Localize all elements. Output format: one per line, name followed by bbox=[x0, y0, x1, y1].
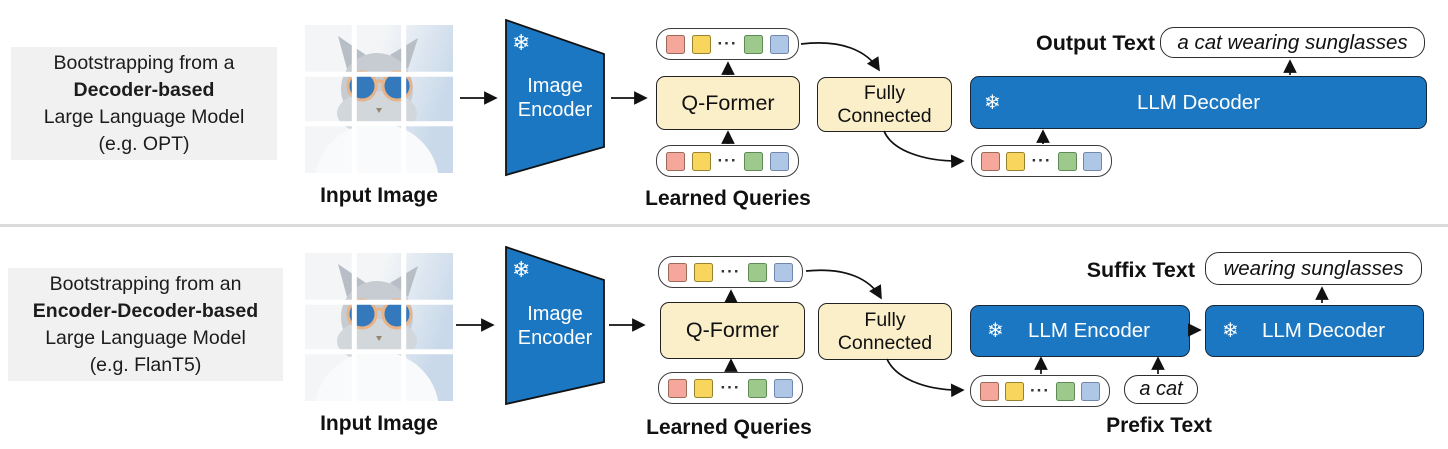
ellipsis: ··· bbox=[720, 378, 741, 397]
token-green bbox=[744, 151, 764, 171]
fc-line2: Connected bbox=[837, 104, 932, 127]
image-encoder-line1: Image bbox=[527, 303, 583, 325]
row1-desc-line1: Bootstrapping from a bbox=[53, 51, 235, 74]
token-yellow bbox=[694, 378, 714, 398]
row1-desc-line3: Large Language Model bbox=[43, 105, 245, 128]
fc-line2: Connected bbox=[837, 331, 933, 354]
token-red bbox=[668, 378, 687, 398]
row2-desc-line3: Large Language Model bbox=[45, 326, 246, 349]
row2-projected-tokens: ··· bbox=[970, 375, 1110, 407]
token-green bbox=[1055, 381, 1075, 401]
image-encoder-line1: Image bbox=[527, 75, 583, 97]
row2-qformer: Q-Former bbox=[660, 302, 805, 359]
row1-projected-tokens: ··· bbox=[971, 145, 1112, 177]
row2-query-tokens-top: ··· bbox=[658, 256, 803, 288]
row2-fully-connected: Fully Connected bbox=[818, 303, 952, 360]
qformer-label: Q-Former bbox=[681, 90, 775, 115]
token-blue bbox=[1080, 381, 1100, 401]
row2-description-box: Bootstrapping from an Encoder-Decoder-ba… bbox=[8, 268, 283, 381]
row2-desc-line2: Encoder-Decoder-based bbox=[32, 299, 259, 322]
llm-encoder-label: LLM Encoder bbox=[1028, 319, 1150, 342]
token-blue bbox=[769, 34, 789, 54]
row1-output-text-pill: a cat wearing sunglasses bbox=[1160, 27, 1425, 58]
fc-line1: Fully bbox=[864, 308, 906, 331]
row1-input-image-label: Input Image bbox=[320, 184, 438, 207]
llm-decoder-label: LLM Decoder bbox=[1261, 319, 1386, 342]
row2-image-encoder: ❄ Image Encoder bbox=[505, 245, 605, 406]
snowflake-icon: ❄ bbox=[1222, 320, 1239, 342]
token-red bbox=[981, 151, 1000, 171]
row2-prefix-text-label: Prefix Text bbox=[1106, 414, 1212, 437]
row1-llm-decoder: ❄ LLM Decoder bbox=[970, 76, 1427, 129]
image-encoder-line2: Encoder bbox=[517, 327, 593, 349]
row1-desc-line4: (e.g. OPT) bbox=[98, 132, 190, 155]
row2-llm-encoder: ❄ LLM Encoder bbox=[970, 305, 1190, 357]
token-green bbox=[747, 378, 767, 398]
token-green bbox=[747, 262, 767, 282]
row1-input-image bbox=[305, 25, 453, 173]
ellipsis: ··· bbox=[720, 262, 741, 281]
row1-query-tokens-bottom: ··· bbox=[656, 145, 799, 177]
token-blue bbox=[769, 151, 789, 171]
token-yellow bbox=[691, 151, 711, 171]
token-green bbox=[1057, 151, 1077, 171]
row1-qformer: Q-Former bbox=[656, 76, 800, 130]
token-green bbox=[744, 34, 764, 54]
image-encoder-label: Image Encoder bbox=[505, 19, 605, 177]
snowflake-icon: ❄ bbox=[512, 30, 531, 55]
ellipsis: ··· bbox=[1031, 151, 1052, 170]
image-encoder-trapezoid bbox=[505, 245, 605, 406]
token-yellow bbox=[1006, 151, 1026, 171]
snowflake-icon: ❄ bbox=[512, 257, 531, 282]
ellipsis: ··· bbox=[1030, 381, 1050, 400]
row1-description-box: Bootstrapping from a Decoder-based Large… bbox=[11, 47, 277, 160]
cat-photo-illustration bbox=[305, 25, 453, 173]
row2-input-image-label: Input Image bbox=[320, 412, 438, 435]
qformer-label: Q-Former bbox=[685, 318, 780, 342]
ellipsis: ··· bbox=[717, 151, 738, 170]
snowflake-icon: ❄ bbox=[987, 320, 1004, 342]
cat-photo-illustration bbox=[305, 253, 453, 401]
token-blue bbox=[773, 378, 793, 398]
token-red bbox=[980, 381, 999, 401]
row1-desc-line2: Decoder-based bbox=[73, 78, 215, 101]
row1-image-encoder: ❄ Image Encoder bbox=[505, 18, 605, 177]
fc-line1: Fully bbox=[863, 81, 906, 104]
token-yellow bbox=[691, 34, 711, 54]
row2-prefix-text-pill: a cat bbox=[1124, 375, 1198, 404]
row2-learned-queries-label: Learned Queries bbox=[646, 416, 812, 439]
row1-fully-connected: Fully Connected bbox=[817, 77, 952, 132]
row2-desc-line1: Bootstrapping from an bbox=[49, 272, 242, 295]
token-red bbox=[666, 151, 685, 171]
image-encoder-trapezoid bbox=[505, 18, 605, 177]
token-red bbox=[666, 34, 685, 54]
image-encoder-line2: Encoder bbox=[517, 99, 593, 121]
row2-query-tokens-bottom: ··· bbox=[658, 372, 803, 404]
row2-suffix-text-label: Suffix Text bbox=[1086, 258, 1195, 282]
row1-output-text-label: Output Text bbox=[1035, 31, 1155, 55]
row2-desc-line4: (e.g. FlanT5) bbox=[89, 353, 202, 376]
row2-llm-decoder: ❄ LLM Decoder bbox=[1205, 305, 1424, 357]
row2-suffix-text-pill: wearing sunglasses bbox=[1205, 252, 1422, 285]
image-encoder-label: Image Encoder bbox=[505, 246, 605, 406]
row-divider bbox=[0, 224, 1448, 227]
token-red bbox=[668, 262, 687, 282]
row2-input-image bbox=[305, 253, 453, 401]
llm-decoder-label: LLM Decoder bbox=[1136, 90, 1261, 114]
token-yellow bbox=[694, 262, 714, 282]
ellipsis: ··· bbox=[717, 34, 738, 53]
token-yellow bbox=[1005, 381, 1024, 401]
snowflake-icon: ❄ bbox=[984, 91, 1001, 114]
token-blue bbox=[1082, 151, 1102, 171]
row1-learned-queries-label: Learned Queries bbox=[645, 187, 811, 210]
token-blue bbox=[773, 262, 793, 282]
row1-query-tokens-top: ··· bbox=[656, 28, 799, 60]
